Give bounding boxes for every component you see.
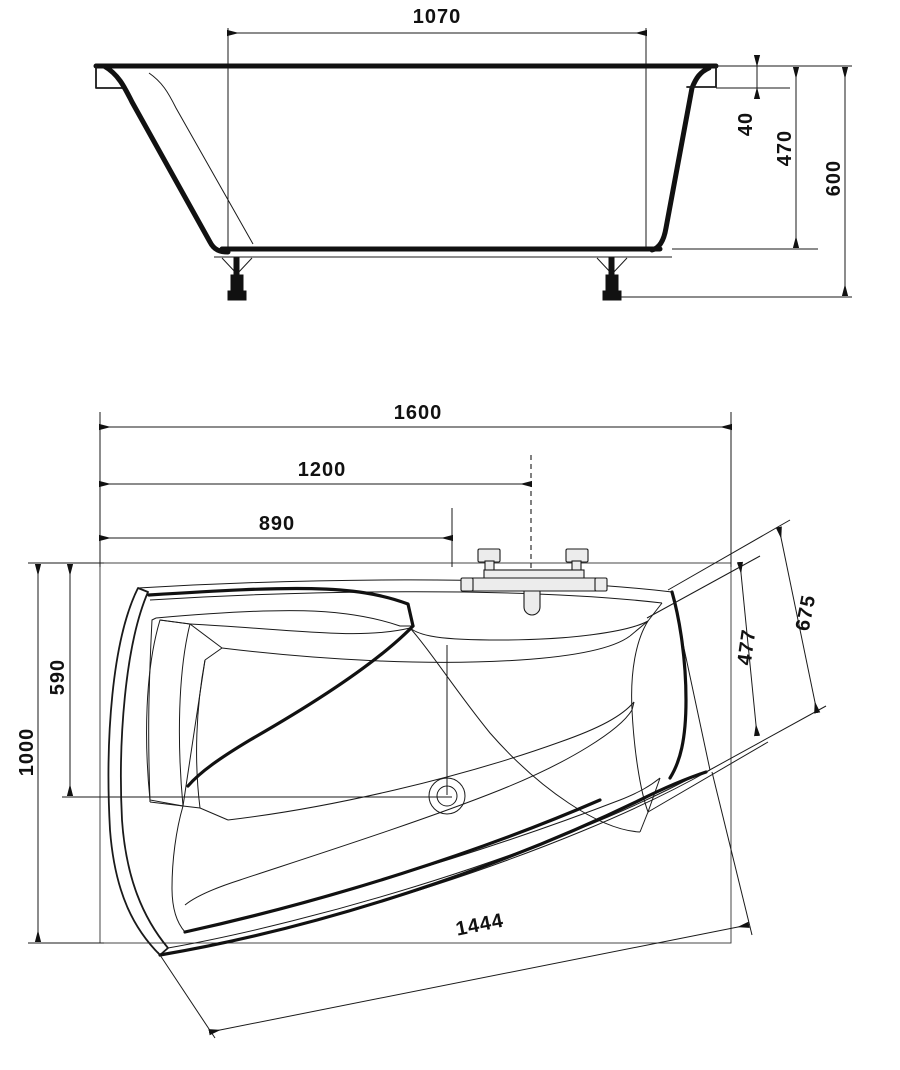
faucet-handle-right [565,548,589,563]
tub-corner-facet-bl [182,805,201,809]
tub-corner-facet-tl [189,623,223,649]
faucet-cap-left [460,577,474,592]
faucet-assembly [460,548,608,616]
tub-corner-facet-r [631,701,635,711]
dim-text-1070: 1070 [413,6,462,28]
elevation-leg-left [221,257,253,301]
dim-text-1000: 1000 [16,728,38,777]
tub-corner-facet-inner-tl [204,647,223,661]
elevation-left-inner-wall [148,72,254,245]
bathtub-plan-body [107,579,711,957]
tub-right-bowl-bottom [184,709,633,906]
dim-text-477: 477 [734,628,761,667]
leg-right-foot [602,290,622,301]
tub-floor-bottom [227,701,635,821]
drain-inner-ring [436,785,458,807]
dim-text-890: 890 [259,513,295,535]
drain-outlet [62,645,466,815]
elevation-left-rim-notch [95,65,127,89]
dim-text-470: 470 [774,130,796,166]
dim-text-1600: 1600 [394,402,443,424]
leg-right-body [605,274,619,294]
tub-corner-facet-lt [159,619,191,625]
tub-top-rim-inner [149,591,663,604]
tub-right-bowl-top [409,620,649,641]
faucet-spout [523,590,541,616]
tub-upper-ledge-side [148,617,157,803]
elevation-view: 1070 40 470 600 [93,6,852,301]
tub-upper-ledge-edge [147,586,415,628]
faucet-body-main [468,577,600,592]
tub-right-outer-facet [668,590,688,780]
tub-inner-well-upper [189,623,641,833]
dim-line-1444 [208,921,750,1036]
tub-floor-left-up [182,659,206,807]
elevation-right-rim-notch [686,65,717,88]
leg-left-body [230,274,244,294]
tub-seat-rib [186,624,415,788]
leg-left-foot [227,290,247,301]
angled-dimensions-right: 675 477 [646,519,827,813]
dim-text-40: 40 [735,112,757,136]
ext-angled-477-bottom [647,741,769,813]
ext-angled-1444-right [711,771,753,936]
dim-line-675 [775,526,821,714]
tub-inner-well-left [171,805,186,933]
dim-text-1200: 1200 [298,459,347,481]
plan-view: 1600 1200 890 590 1000 [16,402,827,1039]
tub-corner-facet-l [149,801,184,807]
elevation-leg-right [596,257,628,301]
tub-inner-shadow [183,798,602,934]
elevation-right-wall [649,65,712,253]
faucet-cap-right [594,577,608,592]
tub-corner-facet-tr [629,620,649,637]
dim-text-590: 590 [47,659,69,695]
ext-angled-675-bottom [705,705,827,773]
tub-upper-ledge-inner [155,610,413,627]
ext-angled-1444-left [157,951,216,1039]
tub-corner-facet-br [639,811,649,833]
faucet-handle-left [477,548,501,563]
drain-outer-ring [428,777,466,815]
ext-angled-675-top [667,519,791,591]
dim-line-477 [736,561,761,737]
dim-text-600: 600 [823,160,845,196]
tub-floor-top [221,635,631,663]
